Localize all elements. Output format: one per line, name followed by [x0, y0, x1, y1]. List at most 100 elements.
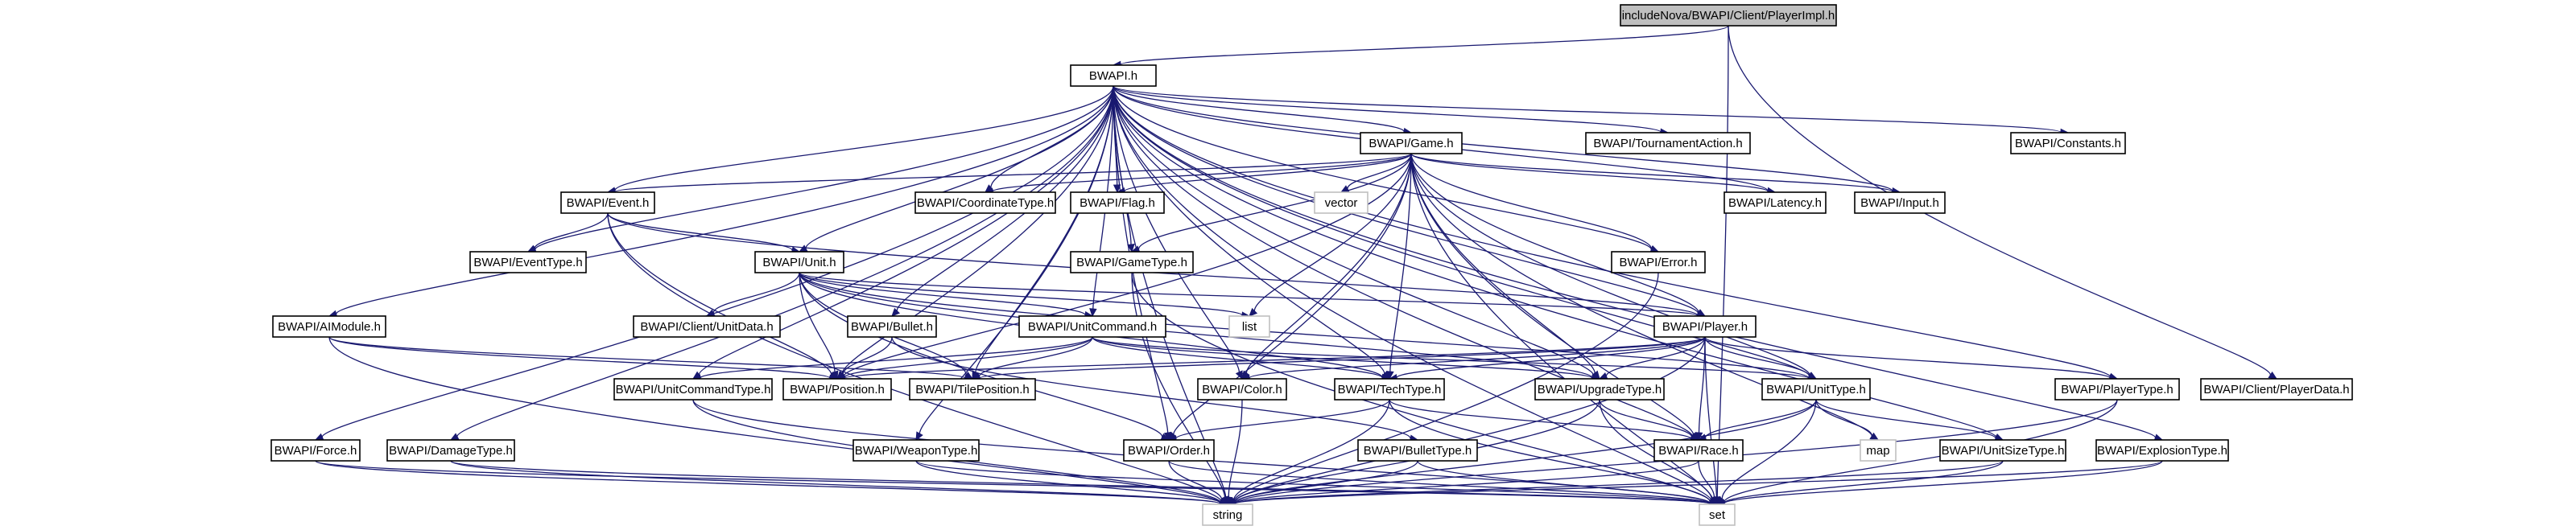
- node-box: [782, 378, 892, 401]
- node-box: [1334, 378, 1445, 401]
- node-box: [386, 439, 515, 462]
- node-latency[interactable]: BWAPI/Latency.h: [1724, 191, 1827, 214]
- node-coordtype[interactable]: BWAPI/CoordinateType.h: [914, 191, 1056, 214]
- node-root[interactable]: includeNova/BWAPI/Client/PlayerImpl.h: [1620, 4, 1837, 27]
- node-unitcommand[interactable]: BWAPI/UnitCommand.h: [1018, 315, 1166, 338]
- node-label: BWAPI/AIModule.h: [278, 320, 381, 334]
- node-box: [1653, 315, 1757, 338]
- edge-damagetype-to-set: [450, 460, 1719, 508]
- node-weapontype[interactable]: BWAPI/WeaponType.h: [852, 439, 980, 462]
- node-clientunitdata[interactable]: BWAPI/Client/UnitData.h: [633, 315, 781, 338]
- node-clientplayerdata[interactable]: BWAPI/Client/PlayerData.h: [2200, 378, 2353, 401]
- node-label: BWAPI.h: [1089, 69, 1137, 83]
- node-event[interactable]: BWAPI/Event.h: [560, 191, 655, 214]
- node-box: [560, 191, 655, 214]
- node-box: [2200, 378, 2353, 401]
- node-race[interactable]: BWAPI/Race.h: [1653, 439, 1744, 462]
- edge-game-to-player: [1410, 153, 1707, 317]
- edge-bwapi-to-player: [1113, 85, 1707, 317]
- node-flag[interactable]: BWAPI/Flag.h: [1070, 191, 1165, 214]
- node-box: [1123, 439, 1215, 462]
- node-label: BWAPI/WeaponType.h: [855, 444, 978, 458]
- node-label: BWAPI/Game.h: [1368, 137, 1453, 150]
- node-box: [909, 378, 1036, 401]
- node-box: [914, 191, 1056, 214]
- node-string[interactable]: string: [1202, 503, 1253, 526]
- node-label: BWAPI/Input.h: [1860, 196, 1939, 210]
- node-aimodule[interactable]: BWAPI/AIModule.h: [272, 315, 386, 338]
- node-input[interactable]: BWAPI/Input.h: [1854, 191, 1946, 214]
- edge-damagetype-to-string: [450, 460, 1229, 508]
- node-label: BWAPI/Position.h: [790, 383, 885, 396]
- node-playertype[interactable]: BWAPI/PlayerType.h: [2054, 378, 2180, 401]
- node-label: BWAPI/Unit.h: [762, 256, 836, 269]
- node-eventtype[interactable]: BWAPI/EventType.h: [469, 251, 587, 273]
- node-set[interactable]: set: [1699, 503, 1736, 526]
- node-upgradetype[interactable]: BWAPI/UpgradeType.h: [1534, 378, 1665, 401]
- edge-player-to-string: [1226, 336, 1706, 506]
- edge-game-to-event: [606, 153, 1412, 196]
- node-unitcommandtype[interactable]: BWAPI/UnitCommandType.h: [613, 378, 773, 401]
- node-force[interactable]: BWAPI/Force.h: [270, 439, 361, 462]
- node-box: [1202, 503, 1253, 526]
- node-tileposition[interactable]: BWAPI/TilePosition.h: [909, 378, 1036, 401]
- node-error[interactable]: BWAPI/Error.h: [1611, 251, 1706, 273]
- node-label: BWAPI/PlayerType.h: [2061, 383, 2174, 396]
- node-unit[interactable]: BWAPI/Unit.h: [754, 251, 844, 273]
- node-label: vector: [1325, 196, 1358, 210]
- node-box: [2010, 132, 2126, 154]
- node-vector[interactable]: vector: [1314, 191, 1368, 214]
- node-constants[interactable]: BWAPI/Constants.h: [2010, 132, 2126, 154]
- node-box: [633, 315, 781, 338]
- node-position[interactable]: BWAPI/Position.h: [782, 378, 892, 401]
- node-unitsizetype[interactable]: BWAPI/UnitSizeType.h: [1939, 439, 2066, 462]
- node-box: [1860, 439, 1897, 462]
- edge-game-to-list: [1249, 153, 1412, 317]
- node-game[interactable]: BWAPI/Game.h: [1360, 132, 1463, 154]
- node-bullet[interactable]: BWAPI/Bullet.h: [847, 315, 937, 338]
- edge-bwapi-to-tournament: [1113, 85, 1670, 136]
- node-unittype[interactable]: BWAPI/UnitType.h: [1761, 378, 1871, 401]
- node-box: [1939, 439, 2066, 462]
- node-label: BWAPI/Player.h: [1662, 320, 1748, 334]
- node-label: BWAPI/Client/UnitData.h: [640, 320, 773, 334]
- edge-upgradetype-to-race: [1599, 399, 1700, 441]
- node-map[interactable]: map: [1860, 439, 1897, 462]
- node-color[interactable]: BWAPI/Color.h: [1197, 378, 1287, 401]
- node-label: BWAPI/Color.h: [1202, 383, 1282, 396]
- node-bullettype[interactable]: BWAPI/BulletType.h: [1357, 439, 1478, 462]
- node-bwapi[interactable]: BWAPI.h: [1070, 64, 1157, 87]
- node-box: [1585, 132, 1751, 154]
- node-label: list: [1242, 320, 1257, 334]
- node-box: [1653, 439, 1744, 462]
- node-label: BWAPI/TournamentAction.h: [1593, 137, 1742, 150]
- node-gametype[interactable]: BWAPI/GameType.h: [1070, 251, 1194, 273]
- edge-bwapi-to-upgradetype: [1113, 85, 1601, 380]
- node-label: set: [1709, 508, 1726, 522]
- edges-layer: [314, 25, 2278, 508]
- node-box: [1854, 191, 1946, 214]
- node-tournament[interactable]: BWAPI/TournamentAction.h: [1585, 132, 1751, 154]
- node-box: [1197, 378, 1287, 401]
- node-box: [1228, 315, 1270, 338]
- node-order[interactable]: BWAPI/Order.h: [1123, 439, 1215, 462]
- edge-bwapi-to-unitcommand: [1089, 85, 1114, 318]
- edge-bwapi-to-bullet: [891, 85, 1114, 317]
- edge-game-to-latency: [1410, 153, 1777, 195]
- node-damagetype[interactable]: BWAPI/DamageType.h: [386, 439, 515, 462]
- node-label: BWAPI/Order.h: [1128, 444, 1210, 458]
- node-label: BWAPI/BulletType.h: [1364, 444, 1472, 458]
- node-list[interactable]: list: [1228, 315, 1270, 338]
- node-box: [754, 251, 844, 273]
- node-box: [1070, 191, 1165, 214]
- node-label: BWAPI/Constants.h: [2015, 137, 2121, 150]
- node-player[interactable]: BWAPI/Player.h: [1653, 315, 1757, 338]
- node-label: BWAPI/Force.h: [275, 444, 357, 458]
- node-explosiontype[interactable]: BWAPI/ExplosionType.h: [2095, 439, 2229, 462]
- edge-unit-to-clientunitdata: [705, 272, 800, 317]
- node-box: [1314, 191, 1368, 214]
- edge-force-to-string: [315, 460, 1229, 508]
- node-techtype[interactable]: BWAPI/TechType.h: [1334, 378, 1445, 401]
- edge-game-to-techtype: [1386, 153, 1412, 380]
